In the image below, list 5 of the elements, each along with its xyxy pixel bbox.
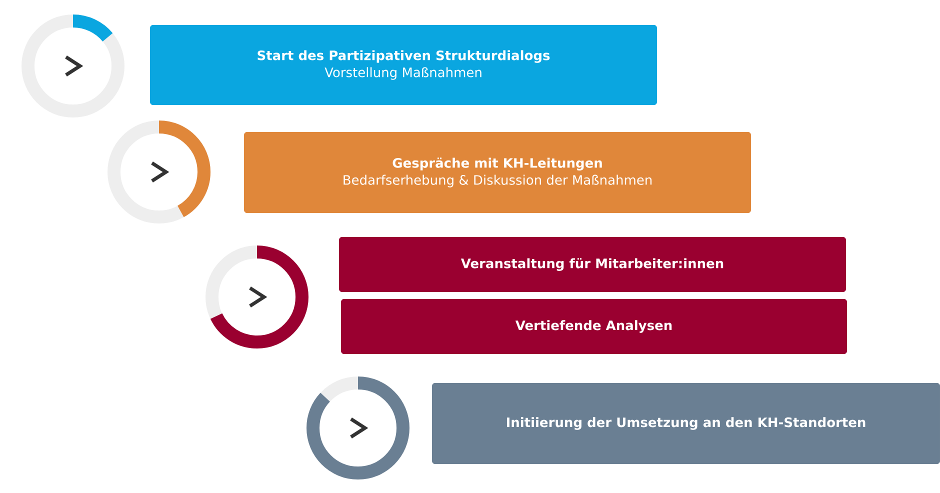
process-box: Initiierung der Umsetzung an den KH-Standorten xyxy=(432,383,940,464)
process-box: Start des Partizipativen Strukturdialogs Vorstellung Maßnahmen xyxy=(150,25,657,105)
process-box: Veranstaltung für Mitarbeiter:innen xyxy=(339,237,846,292)
process-box: Gespräche mit KH-Leitungen Bedarfserhebung & Diskussion der Maßnahmen xyxy=(244,132,751,213)
process-box: Vertiefende Analysen xyxy=(341,299,847,354)
